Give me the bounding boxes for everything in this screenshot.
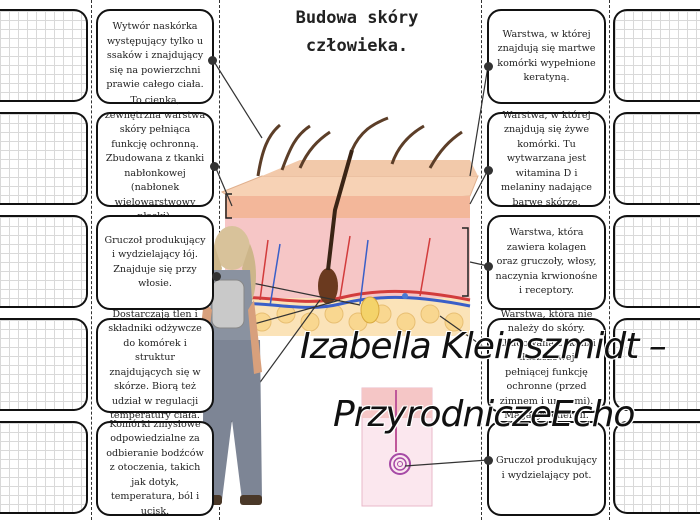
description-text: Gruczoł produkujący i wydzielający łój. … — [104, 234, 206, 290]
answer-box-left-2[interactable] — [0, 112, 88, 205]
description-epidermis: To cienka, zewnętrzna warstwa skóry pełn… — [96, 95, 214, 222]
description-text: Dostarczają tlen i składniki odżywcze do… — [108, 308, 202, 422]
watermark-line-2: PrzyrodniczeEcho — [333, 394, 635, 435]
title-line-1: Budowa skóry — [295, 8, 419, 28]
answer-box-right-2[interactable] — [613, 112, 700, 205]
description-text: Warstwa, w której znajdują się martwe ko… — [497, 28, 596, 84]
answer-box-right-1[interactable] — [613, 9, 700, 102]
description-sweat-gland: Gruczoł produkujący i wydzielający pot. — [487, 421, 606, 516]
description-text: To cienka, zewnętrzna warstwa skóry pełn… — [104, 95, 206, 222]
connector-dot — [484, 456, 493, 465]
answer-box-left-5[interactable] — [0, 421, 88, 514]
connector-dot — [210, 162, 219, 171]
connector-dot — [208, 56, 217, 65]
description-stratum-corneum: Warstwa, w której znajdują się martwe ko… — [487, 9, 606, 104]
description-text: Warstwa, która zawiera kolagen oraz gruc… — [495, 227, 598, 297]
description-text: Wytwór naskórka występujący tylko u ssak… — [106, 21, 204, 91]
description-text: Komórki zmysłowe odpowiedzialne za odbie… — [106, 418, 204, 517]
answer-box-right-5[interactable] — [613, 421, 700, 514]
description-text: Warstwa, w której znajdują się żywe komó… — [501, 109, 592, 208]
description-sebaceous-gland: Gruczoł produkujący i wydzielający łój. … — [96, 215, 214, 310]
answer-box-right-3[interactable] — [613, 215, 700, 308]
answer-box-right-4[interactable] — [613, 318, 700, 411]
description-receptors: Komórki zmysłowe odpowiedzialne za odbie… — [96, 419, 214, 517]
connector-dot — [484, 262, 493, 271]
description-dermis: Warstwa, która zawiera kolagen oraz gruc… — [487, 215, 606, 310]
title-line-2: człowieka. — [305, 36, 409, 56]
description-blood-vessels: Dostarczają tlen i składniki odżywcze do… — [96, 309, 214, 421]
watermark-line-1: Izabella Kleinszmidt – — [300, 326, 667, 367]
cut-line-right-inner — [481, 0, 482, 520]
cut-line-right-outer — [609, 0, 610, 520]
answer-box-left-4[interactable] — [0, 318, 88, 411]
description-text: Gruczoł produkujący i wydzielający pot. — [495, 455, 598, 481]
description-subcutaneous: Warstwa, która nie należy do skóry. Zbud… — [487, 309, 606, 421]
answer-box-left-1[interactable] — [0, 9, 88, 102]
connector-dot — [484, 166, 493, 175]
description-living-layer: Warstwa, w której znajdują się żywe komó… — [487, 110, 606, 208]
description-hair: Wytwór naskórka występujący tylko u ssak… — [96, 9, 214, 104]
connector-dot — [484, 62, 493, 71]
description-text: Warstwa, która nie należy do skóry. Zbud… — [497, 308, 596, 422]
connector-dot — [212, 272, 221, 281]
answer-box-left-3[interactable] — [0, 215, 88, 308]
page-title: Budowa skóry człowieka. — [262, 4, 452, 60]
cut-line-left-outer — [91, 0, 92, 520]
